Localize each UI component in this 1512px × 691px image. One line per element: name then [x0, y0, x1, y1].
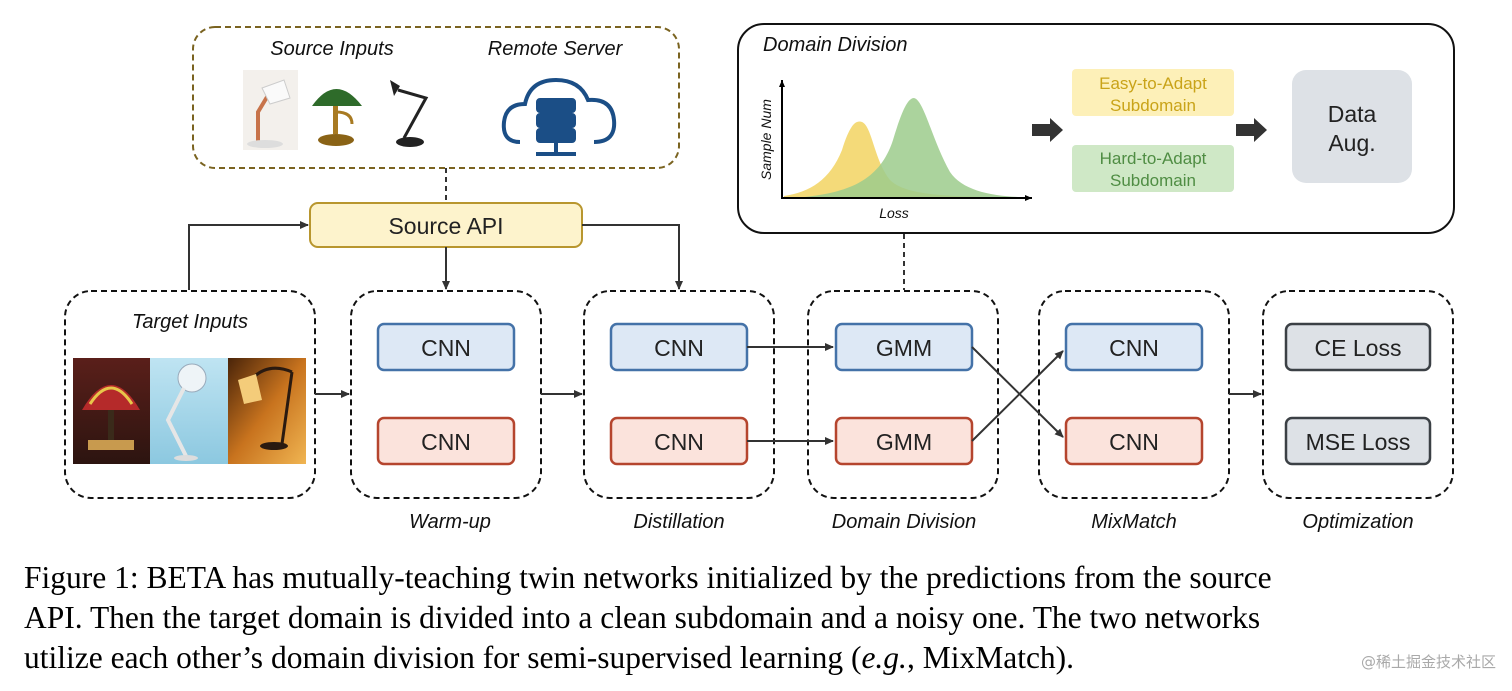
data-aug-line2: Aug. — [1328, 130, 1375, 156]
mse-loss-node — [1284, 416, 1432, 466]
optimization-stage-label: Optimization — [1302, 511, 1413, 533]
data-aug-box — [1292, 70, 1412, 183]
warmup-cnn-blue — [376, 322, 516, 372]
mixmatch-stage-box — [1038, 290, 1230, 499]
target-lamp-image-3 — [228, 358, 306, 464]
distillation-cnn-red-label: CNN — [654, 429, 704, 455]
easy-subdomain-curve — [784, 121, 985, 197]
mixmatch-stage-label: MixMatch — [1091, 511, 1177, 533]
hard-subdomain-curve — [805, 98, 1020, 197]
warmup-cnn-red-label: CNN — [421, 429, 471, 455]
mixmatch-cnn-blue — [1064, 322, 1204, 372]
hard-subdomain-box — [1072, 145, 1234, 192]
easy-subdomain-box — [1072, 69, 1234, 116]
source-lamp-image-2 — [312, 89, 362, 146]
warmup-cnn-blue-label: CNN — [421, 335, 471, 361]
distillation-stage-label: Distillation — [633, 511, 724, 533]
distillation-stage-box — [583, 290, 775, 499]
figure-caption: Figure 1: BETA has mutually-teaching twi… — [24, 558, 1494, 678]
caption-line-1: Figure 1: BETA has mutually-teaching twi… — [24, 560, 1272, 595]
cross-arrow-bottom-to-top — [971, 350, 1064, 442]
source-lamp-image-3 — [390, 80, 429, 147]
caption-line-3-a: utilize each other’s domain division for… — [24, 640, 862, 675]
target-lamp-image-1 — [73, 358, 150, 464]
gmm-red-label: GMM — [876, 429, 932, 455]
loss-plot-x-label: Loss — [879, 205, 909, 221]
thick-arrow-2 — [1236, 118, 1267, 142]
source-inputs-label: Source Inputs — [270, 38, 393, 60]
domain-division-stage-label: Domain Division — [832, 511, 977, 533]
caption-line-3: utilize each other’s domain division for… — [24, 638, 1494, 678]
hard-subdomain-line1: Hard-to-Adapt — [1100, 149, 1207, 168]
domain-division-panel-title: Domain Division — [763, 34, 908, 56]
loss-plot-y-label: Sample Num — [758, 99, 774, 180]
target-inputs-box — [64, 290, 316, 499]
distillation-cnn-blue-label: CNN — [654, 335, 704, 361]
caption-line-2: API. Then the target domain is divided i… — [24, 600, 1261, 635]
optimization-stage-box — [1262, 290, 1454, 499]
cross-arrow-top-to-bottom — [971, 346, 1064, 438]
caption-line-3-b: , MixMatch). — [906, 640, 1075, 675]
hard-subdomain-line2: Subdomain — [1110, 171, 1196, 190]
cloud-server-icon — [501, 77, 617, 156]
easy-subdomain-line2: Subdomain — [1110, 96, 1196, 115]
mixmatch-cnn-blue-label: CNN — [1109, 335, 1159, 361]
data-aug-line1: Data — [1328, 101, 1377, 127]
source-api-label: Source API — [388, 213, 503, 239]
warmup-cnn-red — [376, 416, 516, 466]
source-box — [192, 26, 680, 169]
domain-division-stage-box — [807, 290, 999, 499]
api-to-distillation-arrow — [582, 224, 683, 290]
mixmatch-cnn-red-label: CNN — [1109, 429, 1159, 455]
thick-arrow-1 — [1032, 118, 1063, 142]
remote-server-label: Remote Server — [488, 38, 624, 60]
watermark: @稀土掘金技术社区 — [1360, 653, 1496, 671]
ce-loss-node — [1284, 322, 1432, 372]
api-to-target-connector — [188, 221, 309, 290]
ce-loss-label: CE Loss — [1315, 335, 1402, 361]
gmm-blue-label: GMM — [876, 335, 932, 361]
beta-pipeline-diagram: Source Inputs Remote Server Source API D… — [64, 23, 1455, 533]
domain-division-panel — [737, 23, 1455, 234]
target-lamp-image-2 — [150, 358, 228, 464]
warmup-stage-box — [350, 290, 542, 499]
source-lamp-image-1 — [243, 70, 298, 150]
warmup-stage-label: Warm-up — [409, 511, 491, 533]
mse-loss-label: MSE Loss — [1306, 429, 1411, 455]
mixmatch-cnn-red — [1064, 416, 1204, 466]
easy-subdomain-line1: Easy-to-Adapt — [1099, 74, 1207, 93]
caption-line-3-eg: e.g. — [861, 640, 907, 675]
target-inputs-label: Target Inputs — [132, 311, 248, 333]
